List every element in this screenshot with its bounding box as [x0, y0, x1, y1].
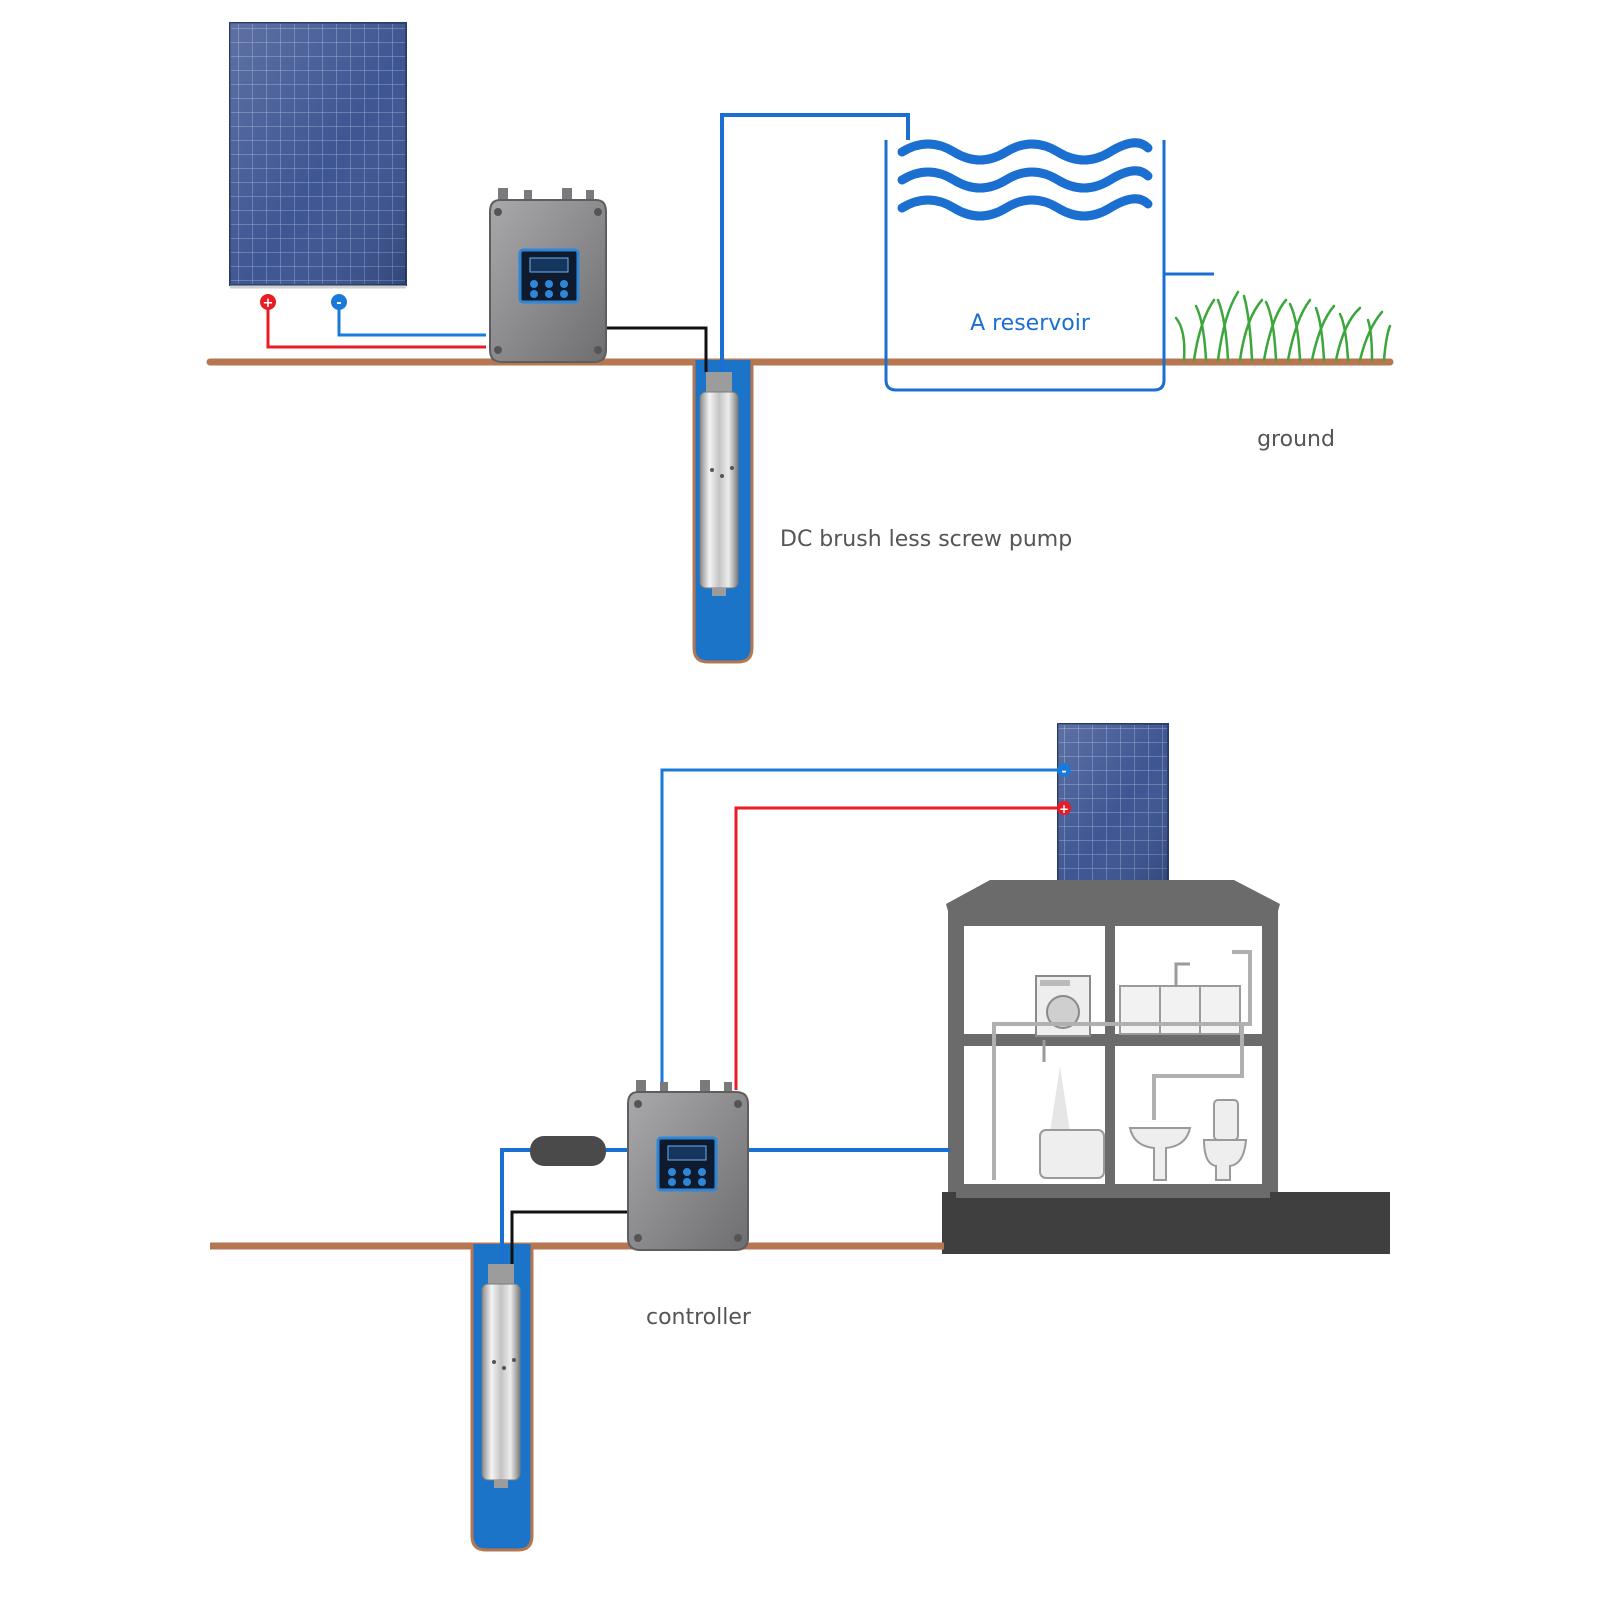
- house-pipe: [992, 950, 1252, 1180]
- negative-terminal-bottom: -: [1057, 763, 1071, 778]
- water-pipe-bottom: [500, 1148, 530, 1264]
- negative-terminal-top: -: [331, 294, 347, 311]
- house: [946, 880, 1280, 1200]
- dc-cable-top: [600, 326, 708, 372]
- positive-wire-top: [266, 302, 486, 349]
- solar-panel-bottom: [1057, 723, 1169, 883]
- negative-symbol-icon: -: [336, 296, 341, 311]
- positive-wire-bottom: [734, 806, 1064, 1090]
- ground-label: ground: [1257, 427, 1335, 452]
- house-ground: [942, 1192, 1390, 1254]
- reservoir: [884, 138, 1214, 392]
- controller-bottom: [627, 1080, 749, 1251]
- washing-machine-icon: [1035, 975, 1091, 1037]
- water-wave-icon: [897, 138, 1153, 165]
- toilet-icon: [1202, 1099, 1248, 1181]
- water-pipe-top: [720, 113, 910, 372]
- pump-top: [699, 372, 739, 596]
- positive-symbol-icon: +: [1059, 802, 1069, 816]
- controller-label: controller: [646, 1305, 752, 1330]
- washbasin-icon: [1128, 1127, 1192, 1181]
- positive-symbol-icon: +: [263, 296, 274, 311]
- negative-wire-bottom: [660, 768, 1064, 1090]
- pump-label: DC brush less screw pump: [780, 527, 1072, 552]
- negative-symbol-icon: -: [1062, 764, 1067, 778]
- dc-cable-bottom: [510, 1210, 628, 1264]
- reservoir-label: A reservoir: [970, 311, 1091, 336]
- negative-wire-top: [337, 302, 486, 337]
- positive-terminal-bottom: +: [1057, 801, 1071, 816]
- solar-panel-top: [229, 22, 407, 289]
- pump-bottom: [481, 1264, 521, 1488]
- controller-top: [489, 188, 607, 363]
- positive-terminal-top: +: [260, 294, 276, 311]
- shower-icon: [1039, 1040, 1105, 1179]
- grass-icon: [1174, 290, 1392, 362]
- pipe-filter: [530, 1136, 606, 1166]
